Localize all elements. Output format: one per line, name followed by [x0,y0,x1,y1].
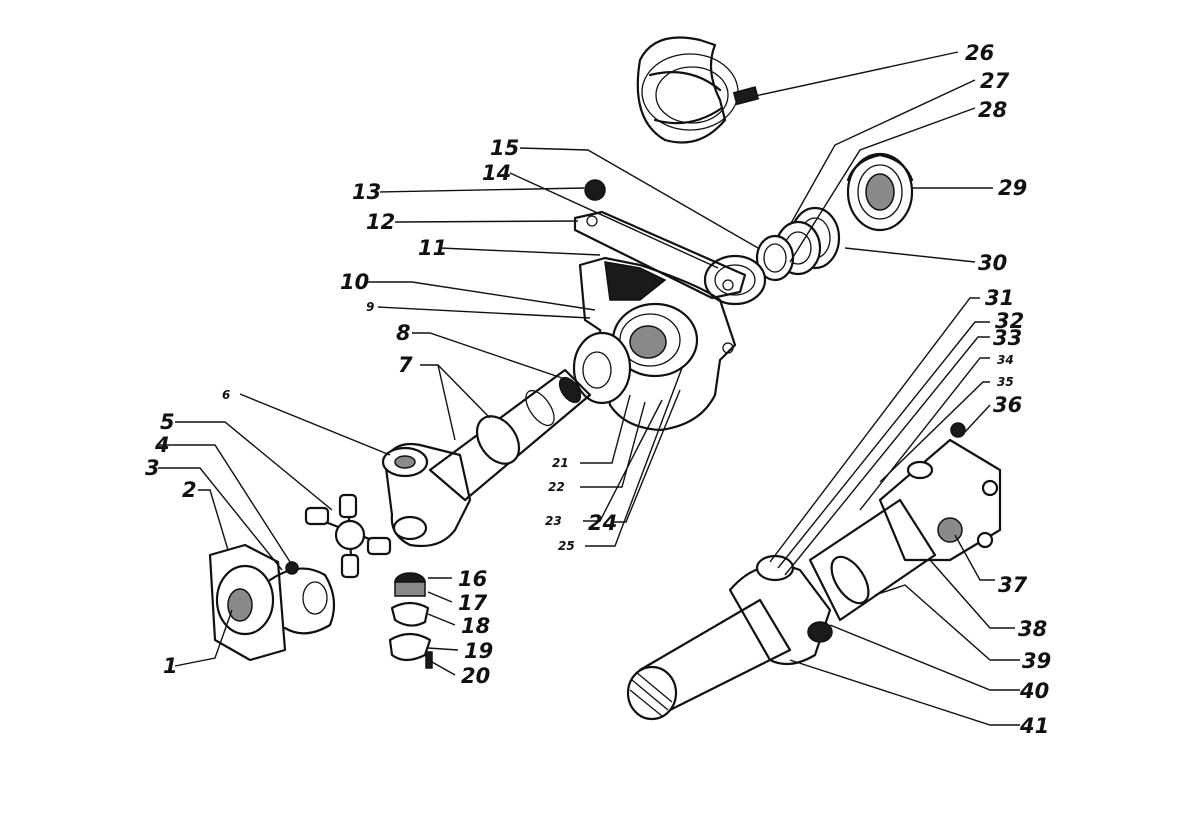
label-17: 17 [458,591,488,615]
label-21: 21 [552,456,569,470]
label-23: 23 [545,514,562,528]
label-20: 20 [461,664,490,688]
label-39: 39 [1022,649,1051,673]
callout-labels: 1 2 3 4 5 6 7 8 9 10 11 12 13 14 15 16 1… [145,41,1051,738]
label-35: 35 [997,375,1014,389]
label-22: 22 [548,480,565,494]
label-6: 6 [222,388,230,402]
label-9: 9 [366,300,374,314]
part-7-intermediate-shaft [428,368,592,502]
label-11: 11 [418,236,447,260]
label-16: 16 [458,567,487,591]
parts-1-4-flange [208,543,336,662]
label-27: 27 [980,69,1010,93]
label-2: 2 [182,478,197,502]
label-40: 40 [1019,679,1049,703]
label-10: 10 [340,270,369,294]
parts-31-41-slip-shaft [626,422,1002,721]
part-5-spider-cross [304,493,392,579]
label-13: 13 [352,180,381,204]
label-41: 41 [1019,714,1049,738]
label-12: 12 [366,210,395,234]
part-6-yoke [381,442,472,548]
label-8: 8 [396,321,411,345]
part-13-nut [584,179,606,201]
label-1: 1 [163,654,178,678]
label-30: 30 [978,251,1007,275]
label-28: 28 [978,98,1007,122]
label-14: 14 [482,161,511,185]
label-33: 33 [993,326,1022,350]
label-36: 36 [993,393,1022,417]
label-7: 7 [398,353,413,377]
part-14-15-rubber-ring [703,254,767,306]
label-3: 3 [145,456,160,480]
label-26: 26 [965,41,994,65]
label-34: 34 [997,353,1014,367]
label-4: 4 [154,433,170,457]
parts-16-20-bearing-cup-lock [388,572,433,669]
label-32: 32 [995,309,1024,333]
label-24: 24 [588,511,617,535]
parts-27-28-30-rings [755,206,841,282]
label-25: 25 [558,539,575,553]
part-8-9-flange-washer [572,331,632,405]
part-26-bearing-clamp [636,36,760,144]
label-15: 15 [490,136,519,160]
part-10-11-support-bracket [578,256,737,432]
label-19: 19 [464,639,493,663]
part-12-cap-plate [573,210,747,300]
label-18: 18 [461,614,490,638]
label-29: 29 [998,176,1027,200]
label-38: 38 [1018,617,1047,641]
label-31: 31 [985,286,1014,310]
leader-lines [158,51,1020,726]
part-29-seal-ring [846,152,914,232]
label-5: 5 [160,410,175,434]
label-37: 37 [998,573,1028,597]
